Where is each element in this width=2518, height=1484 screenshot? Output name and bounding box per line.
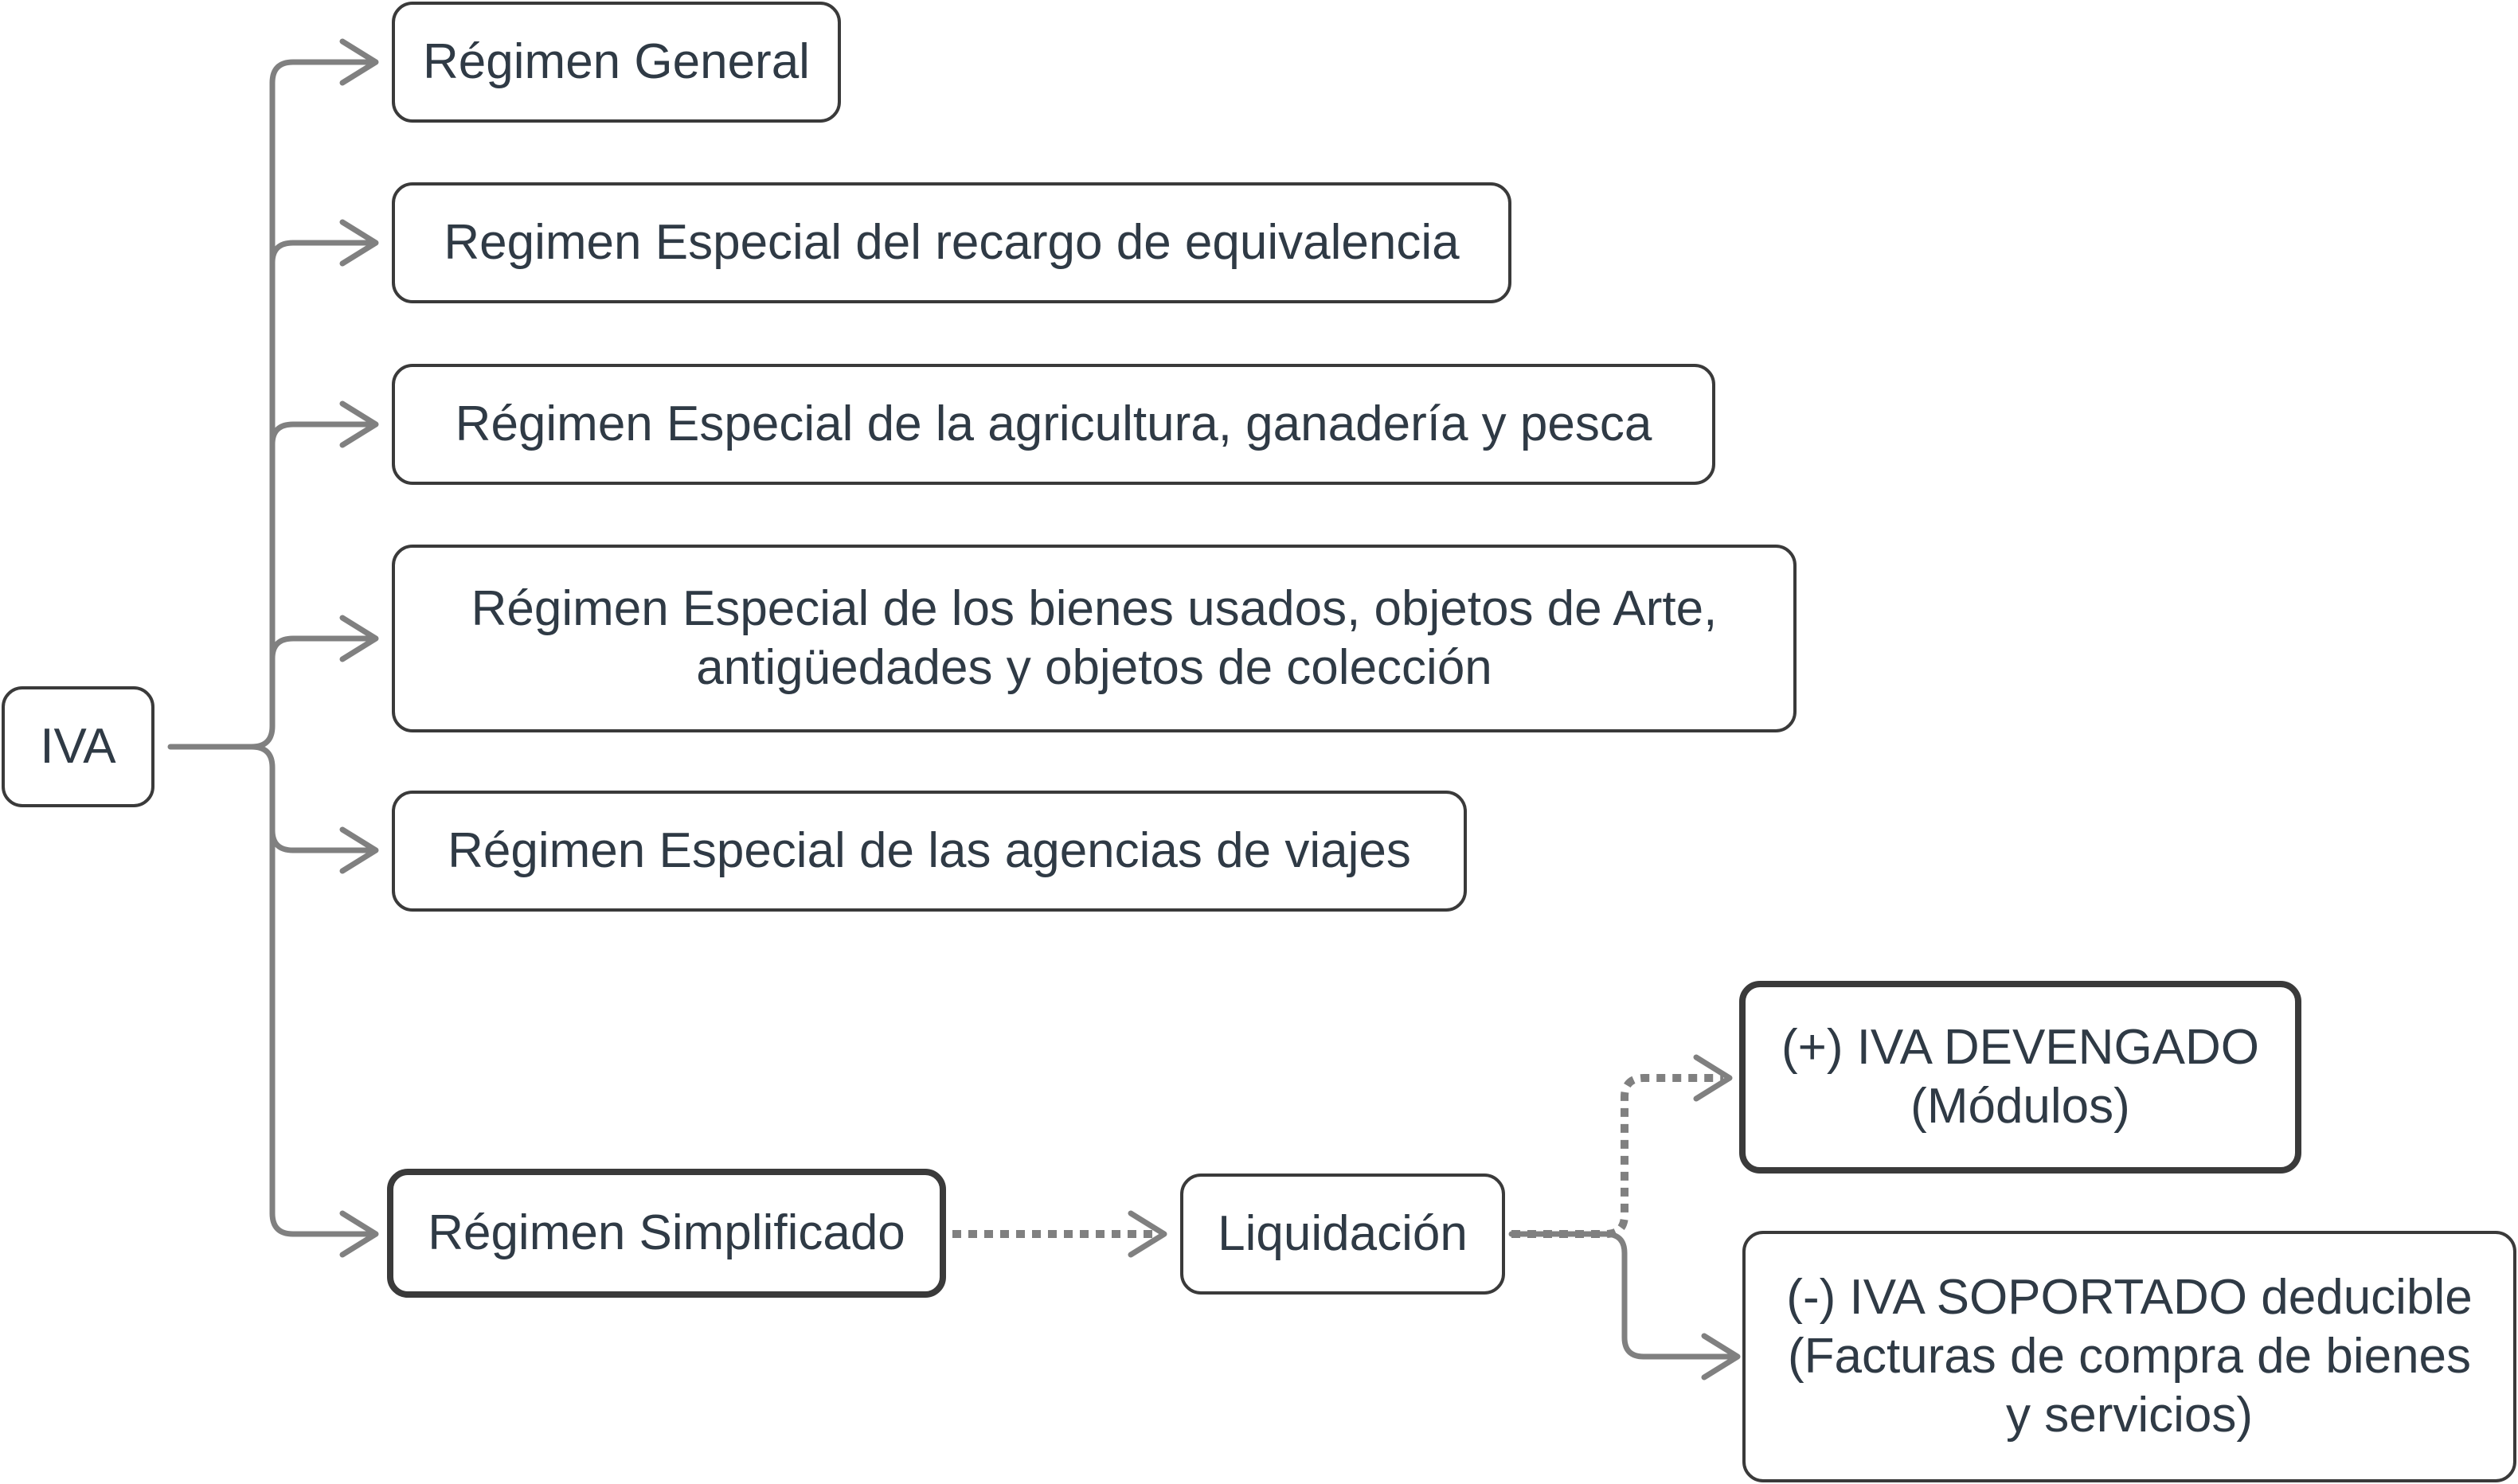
dotted-connector-liquidacion-devengado [1511,1074,1723,1238]
node-iva-devengado: (+) IVA DEVENGADO (Módulos) [1739,981,2301,1174]
arrowhead-devengado [1693,1054,1733,1102]
branch-node-agencias-viajes: Régimen Especial de las agencias de viaj… [392,791,1467,912]
node-iva-soportado: (-) IVA SOPORTADO deducible (Facturas de… [1742,1231,2516,1482]
arrowhead-6 [339,1210,379,1258]
root-node-iva: IVA [2,686,154,807]
branch-connector-2 [269,421,376,447]
trunk-lower-connector [248,744,376,1237]
branch-label: Régimen Especial de los bienes usados, o… [471,581,1718,695]
branch-label: Régimen Especial de las agencias de viaj… [448,823,1411,878]
branch-label: Régimen General [423,34,810,89]
outcome-label: (-) IVA SOPORTADO deducible (Facturas de… [1786,1270,2473,1443]
root-label: IVA [40,719,116,774]
arrowhead-soportado [1701,1333,1741,1381]
arrowhead-5 [339,826,379,874]
branch-node-regimen-general: Régimen General [392,2,841,123]
outcome-label: (+) IVA DEVENGADO (Módulos) [1781,1020,2260,1134]
connector-liquidacion-soportado [1508,1231,1739,1360]
branch-node-bienes-usados: Régimen Especial de los bienes usados, o… [392,545,1797,732]
branch-connector-3 [269,635,376,662]
branch-connector-4 [269,827,376,853]
branch-label: Régimen Simplificado [428,1205,905,1260]
liquidacion-label: Liquidación [1218,1206,1468,1261]
branch-node-agricultura: Régimen Especial de la agricultura, gana… [392,364,1715,485]
node-liquidacion: Liquidación [1180,1174,1505,1295]
arrowhead-2 [339,219,379,267]
arrowhead-4 [339,615,379,662]
branch-node-recargo-equivalencia: Regimen Especial del recargo de equivale… [392,182,1511,303]
branch-label: Régimen Especial de la agricultura, gana… [455,396,1652,451]
branch-node-regimen-simplificado: Régimen Simplificado [387,1169,946,1298]
branch-connector-1 [269,240,376,266]
arrowhead-1 [339,38,379,86]
arrowhead-3 [339,400,379,448]
arrowhead-liquidacion [1128,1210,1167,1258]
branch-label: Regimen Especial del recargo de equivale… [444,215,1460,270]
